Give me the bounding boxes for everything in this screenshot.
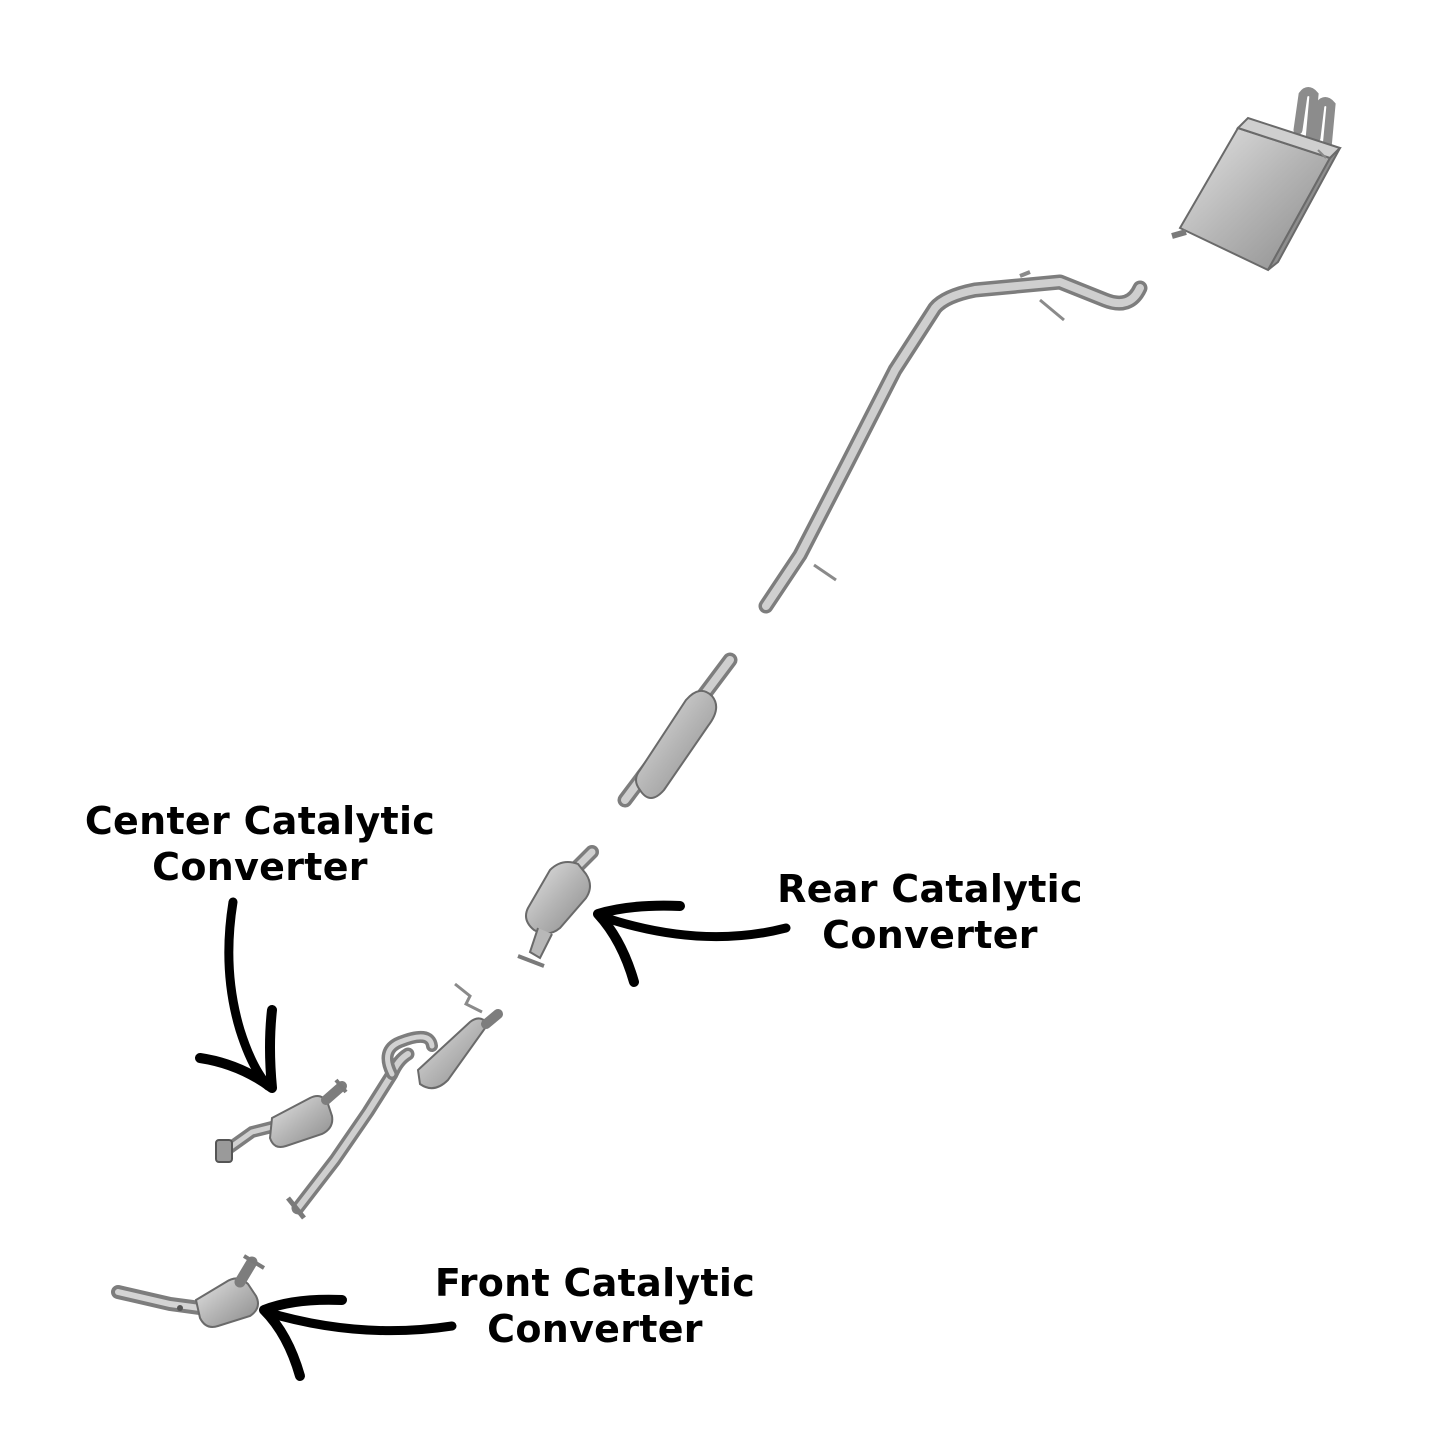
front-label-line1: Front Catalytic (434, 1261, 756, 1305)
center-catalytic-converter-label: Center Catalytic Converter (60, 798, 460, 890)
rear-label-line1: Rear Catalytic (777, 867, 1083, 911)
center-catalytic-converter (215, 1078, 348, 1163)
rear-label-line2: Converter (822, 913, 1038, 957)
center-label-line2: Converter (152, 845, 368, 889)
front-catalytic-converter (111, 1254, 266, 1328)
y-pipe (286, 982, 503, 1220)
arrow-rear (593, 900, 791, 987)
rear-catalytic-converter-label: Rear Catalytic Converter (740, 866, 1120, 958)
front-label-line2: Converter (487, 1307, 703, 1351)
front-catalytic-converter-label: Front Catalytic Converter (395, 1260, 795, 1352)
tailpipe (758, 270, 1148, 614)
arrow-front (259, 1294, 457, 1381)
arrow-center (195, 897, 277, 1093)
muffler (1171, 87, 1342, 272)
resonator (617, 652, 738, 808)
rear-catalytic-converter (517, 845, 599, 968)
center-label-line1: Center Catalytic (84, 799, 436, 843)
